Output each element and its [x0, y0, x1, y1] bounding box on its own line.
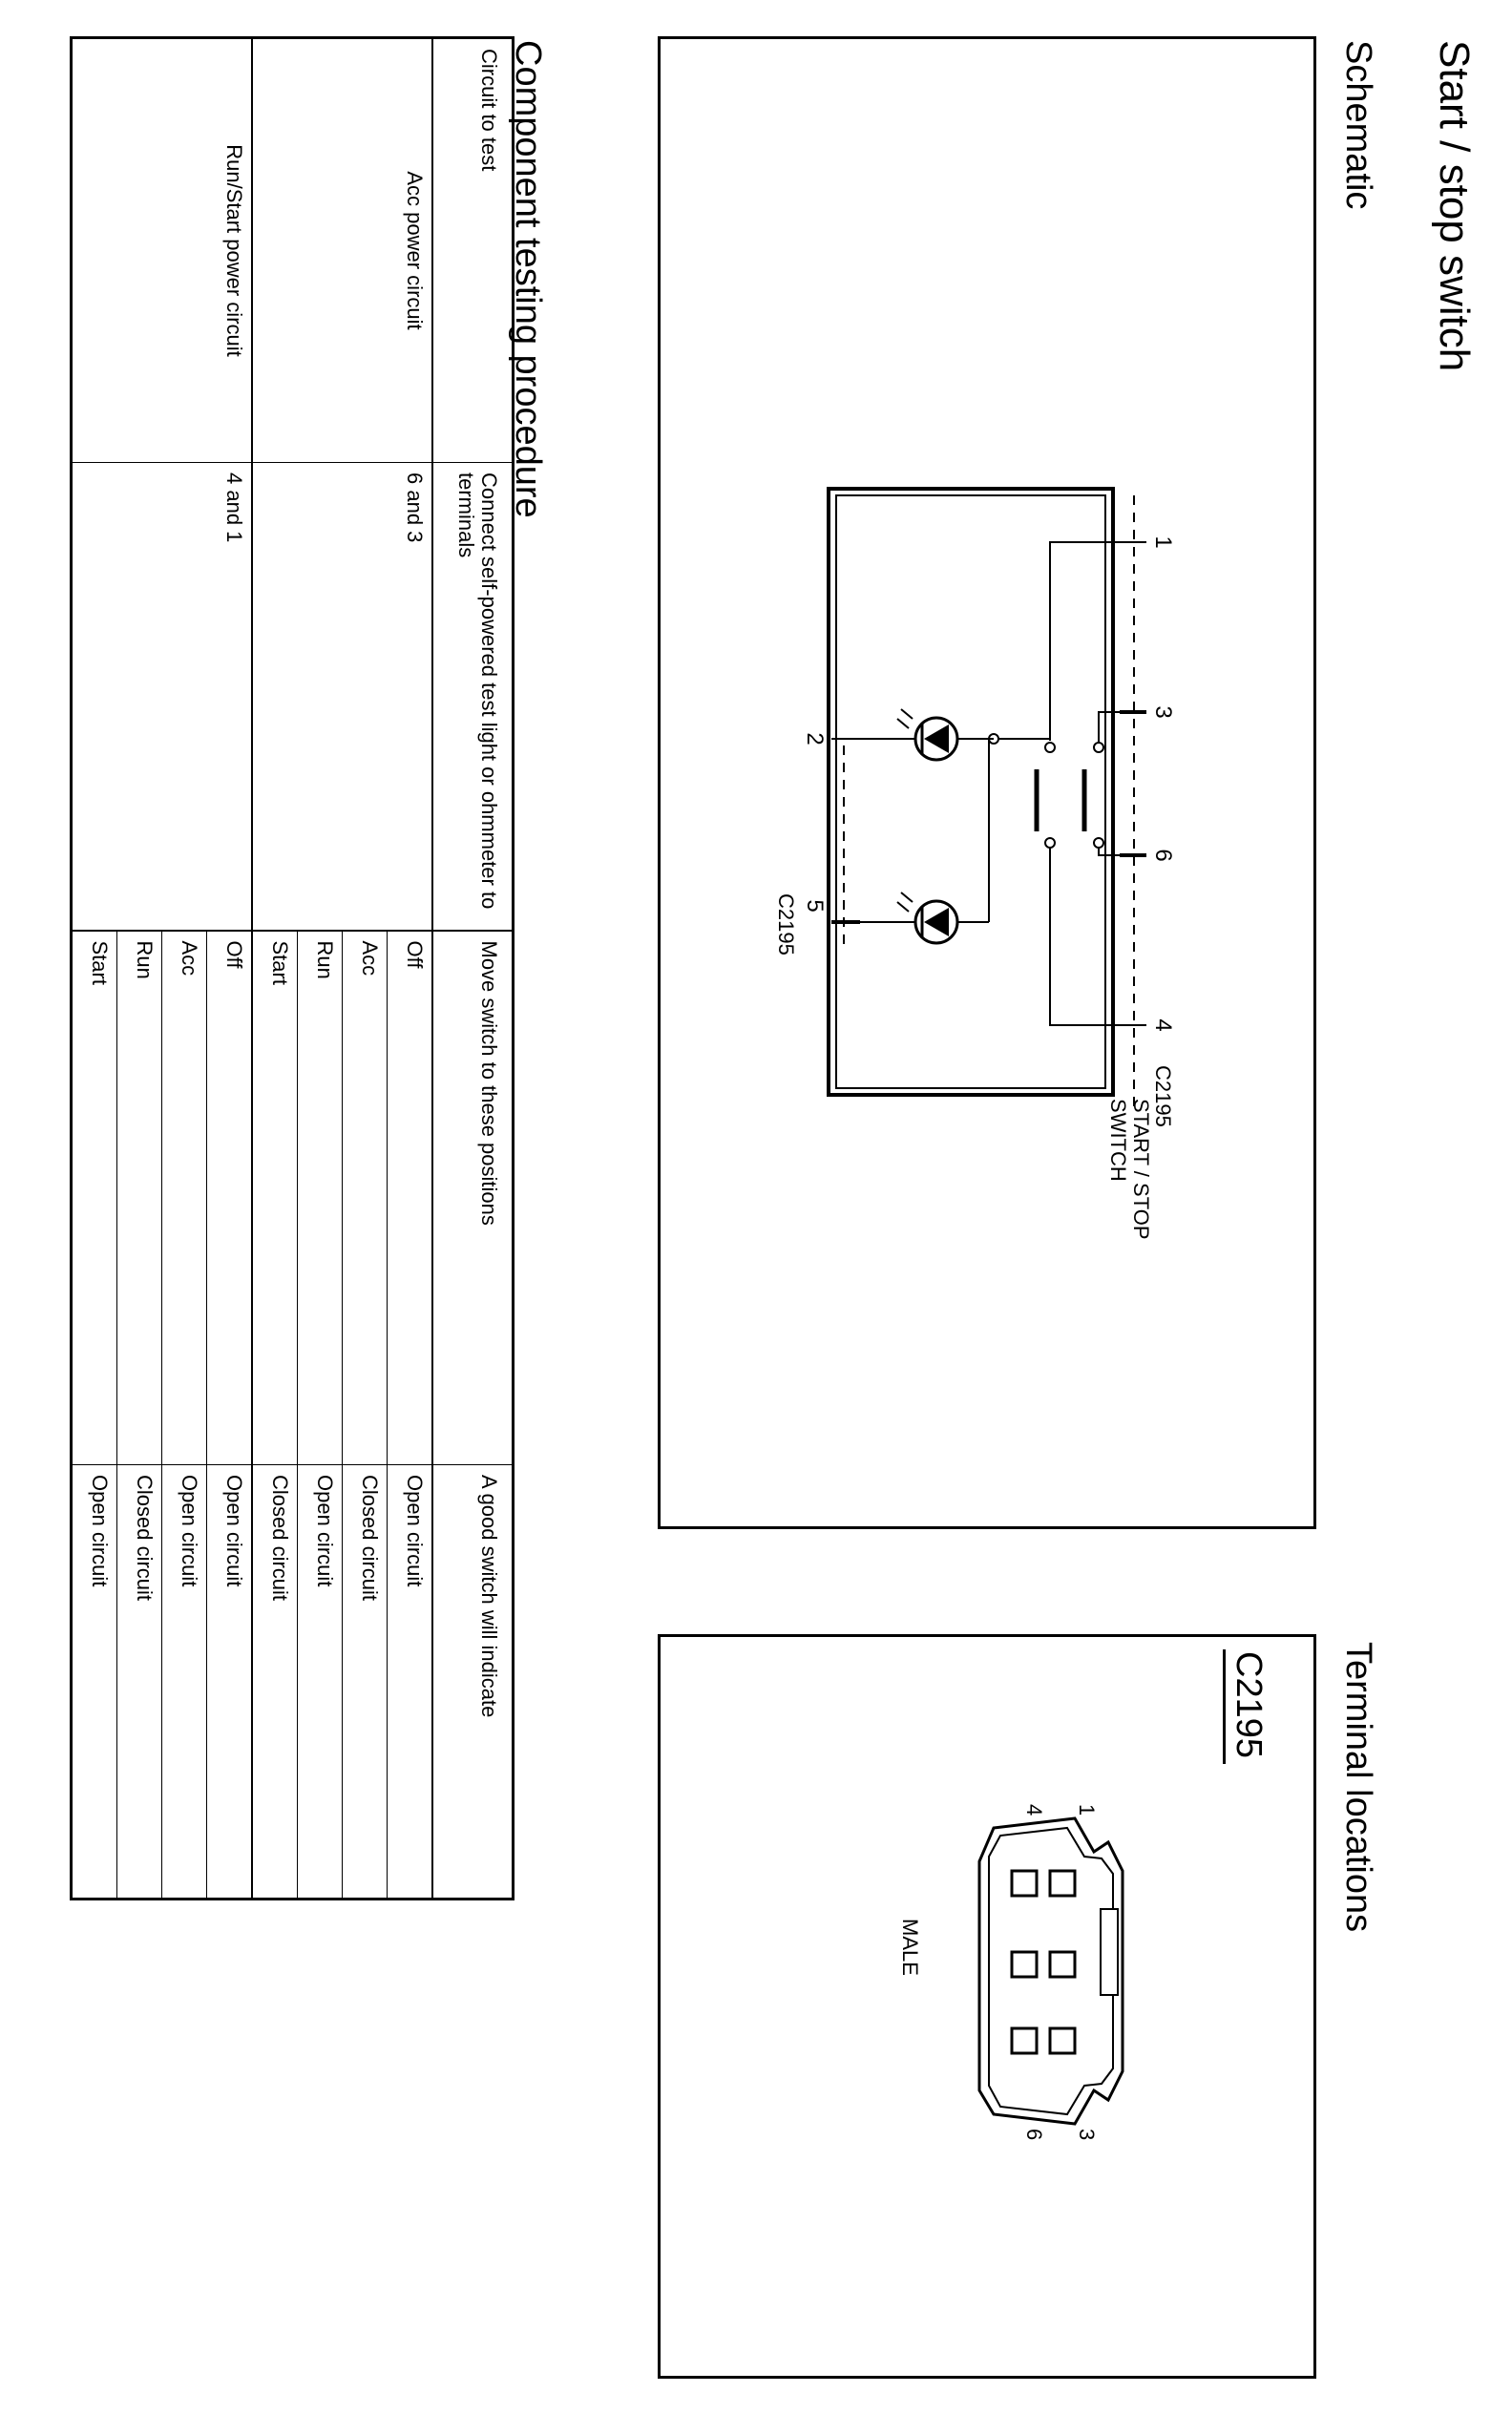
schematic-heading: Schematic — [1338, 40, 1378, 210]
result-cell: Open circuit — [206, 1464, 252, 1900]
pin-6-label: 6 — [1150, 849, 1176, 861]
indicator-led-2 — [896, 892, 959, 945]
column-header: Circuit to test — [432, 37, 514, 463]
page-title: Start / stop switch — [1431, 40, 1478, 372]
schematic-diagram: 1 3 6 4 2 5 C2195 C2195 START / STOP SWI… — [774, 487, 1176, 1240]
position-cell: Off — [387, 930, 432, 1465]
pin-3-label: 3 — [1150, 705, 1176, 718]
pin-4-label: 4 — [1150, 1018, 1176, 1031]
pin-2-label: 2 — [802, 732, 828, 745]
position-cell: Start — [71, 930, 117, 1465]
column-header: A good switch will indicate — [432, 1464, 514, 1900]
position-cell: Run — [297, 930, 343, 1465]
switch-housing-outer — [827, 487, 1115, 1097]
switch-label-line2: SWITCH — [1106, 1099, 1130, 1182]
terminal-pin-4: 4 — [1022, 1804, 1046, 1816]
connector-id: C2195 — [1223, 1649, 1269, 1764]
position-cell: Start — [252, 930, 298, 1465]
terminals-cell: 4 and 1 — [71, 462, 252, 931]
switch-label-line1: START / STOP — [1129, 1099, 1153, 1240]
table-header-row: Circuit to test Connect self-powered tes… — [432, 37, 514, 1900]
position-cell: Off — [206, 930, 252, 1465]
result-cell: Open circuit — [387, 1464, 432, 1900]
connector-bottom-label: C2195 — [774, 893, 798, 955]
component-testing-table: Circuit to test Connect self-powered tes… — [70, 36, 514, 1900]
connector-face-diagram: 1 4 3 6 MALE — [898, 1804, 1124, 2140]
terminal-locations-panel: 1 4 3 6 MALE — [658, 1634, 1316, 2379]
connector-top-label: C2195 — [1151, 1065, 1175, 1127]
result-cell: Open circuit — [297, 1464, 343, 1900]
schematic-panel: 1 3 6 4 2 5 C2195 C2195 START / STOP SWI… — [658, 36, 1316, 1529]
connector-latch — [1100, 1908, 1119, 1996]
table-row: Run/Start power circuit 4 and 1 Off Open… — [71, 37, 252, 1900]
terminal-pin-6: 6 — [1022, 2129, 1046, 2140]
column-header: Connect self-powered test light or ohmme… — [432, 462, 514, 931]
position-cell: Run — [116, 930, 162, 1465]
indicator-led-1 — [896, 708, 959, 762]
connector-gender-label: MALE — [898, 1919, 922, 1976]
result-cell: Open circuit — [71, 1464, 117, 1900]
circuit-cell: Acc power circuit — [252, 37, 432, 463]
table-row: Acc power circuit 6 and 3 Off Open circu… — [252, 37, 432, 1900]
result-cell: Open circuit — [161, 1464, 207, 1900]
terminal-pin-3: 3 — [1075, 2129, 1099, 2140]
position-cell: Acc — [161, 930, 207, 1465]
pin-1-label: 1 — [1150, 535, 1176, 548]
position-cell: Acc — [342, 930, 388, 1465]
switch-housing-inner — [835, 494, 1106, 1089]
circuit-cell: Run/Start power circuit — [71, 37, 252, 463]
result-cell: Closed circuit — [252, 1464, 298, 1900]
result-cell: Closed circuit — [116, 1464, 162, 1900]
terminals-cell: 6 and 3 — [252, 462, 432, 931]
terminal-locations-heading: Terminal locations — [1338, 1642, 1378, 1933]
pin-5-label: 5 — [802, 899, 828, 912]
result-cell: Closed circuit — [342, 1464, 388, 1900]
column-header: Move switch to these positions — [432, 930, 514, 1465]
terminal-pin-1: 1 — [1075, 1804, 1099, 1816]
